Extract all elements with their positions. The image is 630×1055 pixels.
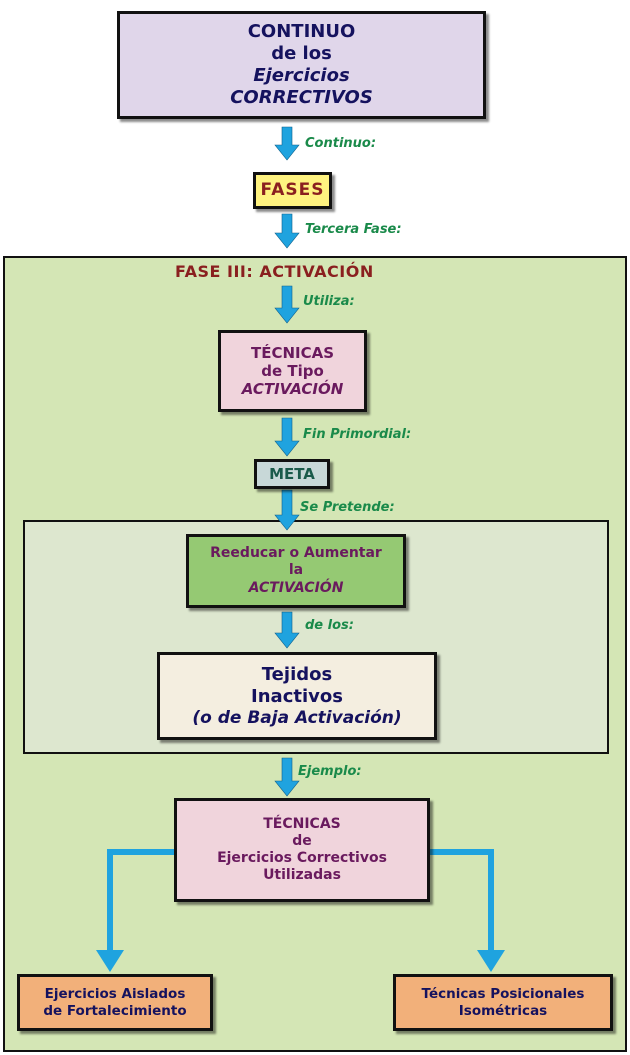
reeducate-line3: ACTIVACIÓN [248,579,344,596]
arrowhead-left [96,950,124,972]
phase-three-title: ACTIVACIÓN [259,262,374,281]
edge-label-continuo: Continuo: [305,136,377,151]
edge-label-de-los: de los: [305,618,354,633]
reeducate-line1: Reeducar o Aumentar [210,545,382,562]
arrow-ejemplo [274,757,300,797]
continuo-box: CONTINUO de los Ejercicios CORRECTIVOS [117,11,486,119]
isolated-exercises-line1: Ejercicios Aislados [44,986,186,1003]
activation-techniques-line3: ACTIVACIÓN [241,380,344,399]
continuo-line3: Ejercicios [253,65,350,86]
fases-box: FASES [253,172,332,209]
positional-techniques-line2: Isométricas [458,1002,548,1019]
connector-right [430,849,494,955]
tissues-line3: (o de Baja Activación) [192,707,402,728]
corrective-techniques-line3: Ejercicios Correctivos [217,850,387,866]
continuo-line2: de los [271,43,332,65]
meta-label: META [269,464,315,483]
positional-techniques-box: Técnicas Posicionales Isométricas [393,974,613,1031]
arrow-de-los [274,611,300,649]
arrow-continuo [274,126,300,161]
corrective-techniques-box: TÉCNICAS de Ejercicios Correctivos Utili… [174,798,430,902]
continuo-line1: CONTINUO [247,21,356,43]
edge-label-tercera-fase: Tercera Fase: [305,222,402,237]
activation-techniques-line1: TÉCNICAS [250,343,335,362]
positional-techniques-line1: Técnicas Posicionales [421,986,585,1003]
arrowhead-right [477,950,505,972]
arrow-se-pretende [274,489,300,531]
arrow-tercera-fase [274,213,300,249]
activation-techniques-box: TÉCNICAS de Tipo ACTIVACIÓN [218,330,367,412]
tissues-line2: Inactivos [251,685,343,707]
phase-three-prefix: FASE III: [175,262,254,281]
fases-label: FASES [260,180,325,201]
connector-left [107,849,174,955]
reeducate-box: Reeducar o Aumentar la ACTIVACIÓN [186,534,406,608]
activation-techniques-line2: de Tipo [261,361,324,380]
edge-label-utiliza: Utiliza: [303,294,355,309]
reeducate-line2: la [288,562,304,579]
isolated-exercises-line2: de Fortalecimiento [43,1002,187,1019]
tissues-box: Tejidos Inactivos (o de Baja Activación) [157,652,437,740]
corrective-techniques-line4: Utilizadas [263,867,341,884]
meta-box: META [254,459,330,489]
edge-label-ejemplo: Ejemplo: [298,764,362,779]
arrow-utiliza [274,285,300,324]
edge-label-se-pretende: Se Pretende: [300,500,395,515]
continuo-line4: CORRECTIVOS [230,86,373,108]
corrective-techniques-line1: TÉCNICAS [263,815,341,832]
phase-three-heading: FASE III: ACTIVACIÓN [175,262,455,281]
isolated-exercises-box: Ejercicios Aislados de Fortalecimiento [17,974,213,1031]
tissues-line1: Tejidos [261,663,333,685]
edge-label-fin-primordial: Fin Primordial: [303,427,412,442]
arrow-fin-primordial [274,417,300,457]
corrective-techniques-line2: de [292,832,312,849]
